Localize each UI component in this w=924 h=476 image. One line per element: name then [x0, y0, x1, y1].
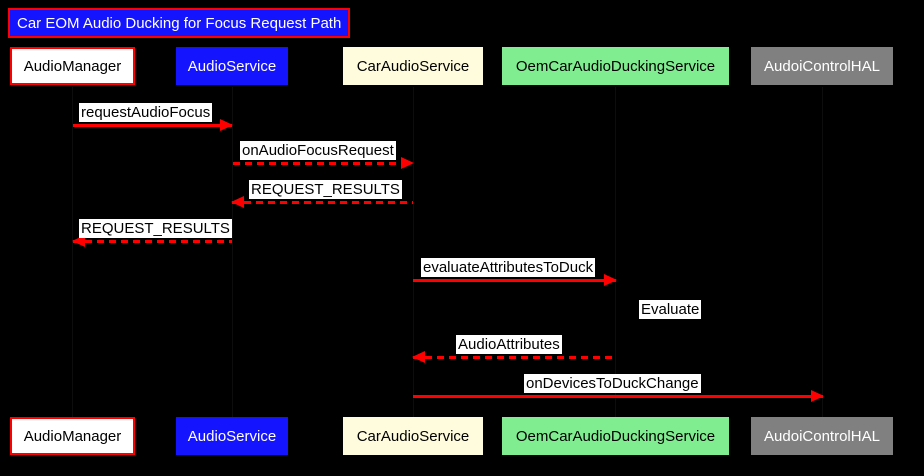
participant-label: AudioManager [23, 57, 122, 75]
participant-top-car-audio-service[interactable]: CarAudioService [343, 47, 483, 85]
participant-label: AudioService [187, 427, 277, 445]
participant-label: AudioManager [23, 427, 122, 445]
message-line [233, 162, 413, 165]
message-line [413, 395, 823, 398]
participant-top-audio-service[interactable]: AudioService [176, 47, 288, 85]
message-line [413, 279, 616, 282]
arrowhead-icon [220, 119, 233, 131]
participant-label: AudoiControlHAL [764, 57, 880, 75]
lifeline-oem-car-audio-ducking-service [615, 87, 616, 417]
diagram-title-text: Car EOM Audio Ducking for Focus Request … [17, 14, 342, 32]
diagram-title-box: Car EOM Audio Ducking for Focus Request … [8, 8, 351, 38]
participant-bottom-car-audio-service[interactable]: CarAudioService [343, 417, 483, 455]
participant-label: AudoiControlHAL [764, 427, 880, 445]
arrowhead-icon [412, 351, 425, 363]
participant-bottom-oem-car-audio-ducking-service[interactable]: OemCarAudioDuckingService [502, 417, 729, 455]
participant-label: OemCarAudioDuckingService [515, 427, 716, 445]
lifeline-audoi-control-hal [822, 87, 823, 417]
participant-top-audoi-control-hal[interactable]: AudoiControlHAL [751, 47, 893, 85]
participant-top-audio-manager[interactable]: AudioManager [10, 47, 135, 85]
lifeline-audio-manager [72, 87, 73, 417]
participant-label: OemCarAudioDuckingService [515, 57, 716, 75]
participant-top-oem-car-audio-ducking-service[interactable]: OemCarAudioDuckingService [502, 47, 729, 85]
arrowhead-icon [401, 157, 414, 169]
message-label-request-results-3: REQUEST_RESULTS [79, 219, 232, 238]
message-label-request-audio-focus-0: requestAudioFocus [79, 103, 213, 122]
lifeline-audio-service [232, 87, 233, 417]
participant-label: CarAudioService [356, 427, 470, 445]
message-label-evaluate-attributes-to-duck-4: evaluateAttributesToDuck [421, 258, 596, 277]
participant-bottom-audoi-control-hal[interactable]: AudoiControlHAL [751, 417, 893, 455]
message-label-request-results-2: REQUEST_RESULTS [249, 180, 402, 199]
arrowhead-icon [811, 390, 824, 402]
message-line [232, 201, 413, 204]
arrowhead-icon [604, 274, 617, 286]
arrowhead-icon [231, 196, 244, 208]
arrowhead-icon [72, 235, 85, 247]
lifeline-car-audio-service [413, 87, 414, 417]
message-line [73, 124, 232, 127]
note-label-evaluate: Evaluate [639, 300, 702, 319]
participant-label: CarAudioService [356, 57, 470, 75]
message-line [413, 356, 616, 359]
participant-bottom-audio-service[interactable]: AudioService [176, 417, 288, 455]
message-label-audio-attributes-5: AudioAttributes [456, 335, 562, 354]
participant-label: AudioService [187, 57, 277, 75]
message-line [73, 240, 232, 243]
message-label-on-audio-focus-request-1: onAudioFocusRequest [240, 141, 396, 160]
participant-bottom-audio-manager[interactable]: AudioManager [10, 417, 135, 455]
message-label-on-devices-to-duck-change-6: onDevicesToDuckChange [524, 374, 701, 393]
